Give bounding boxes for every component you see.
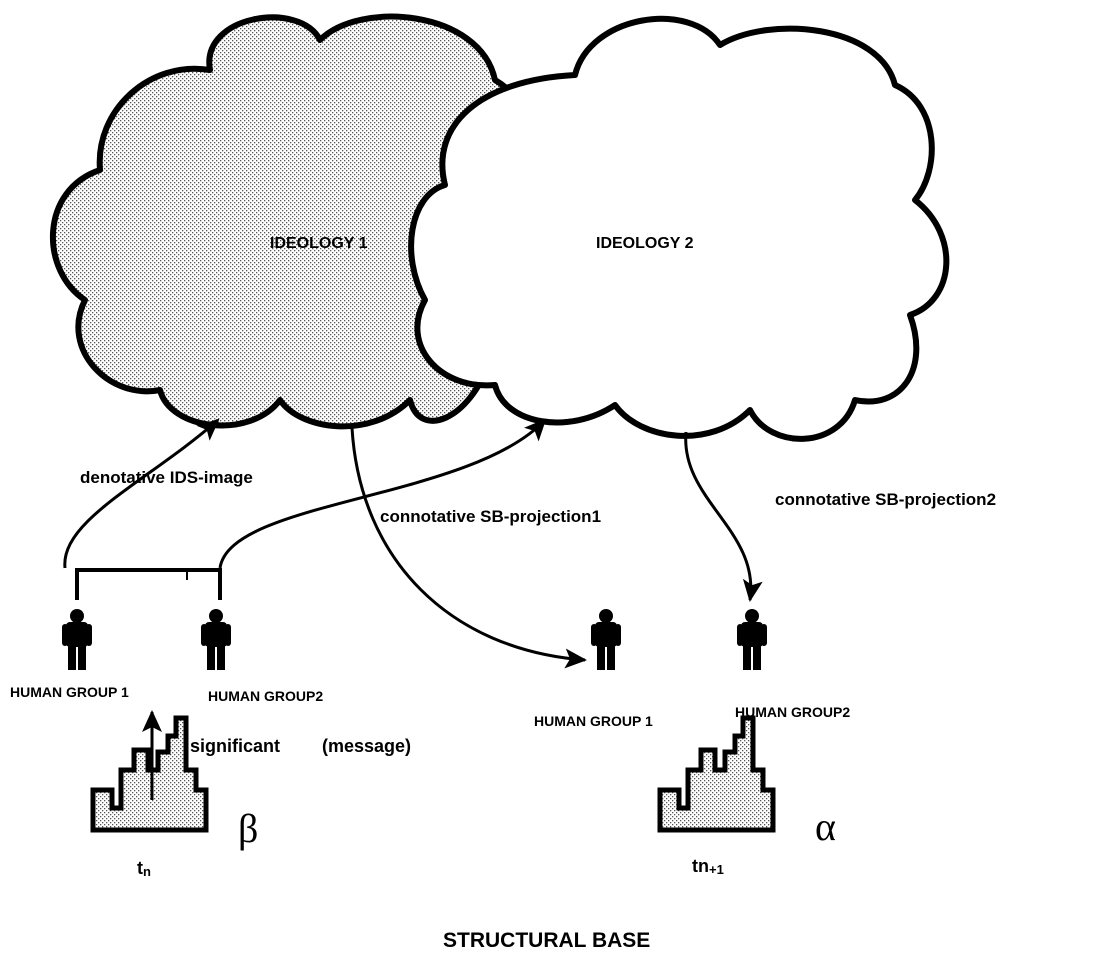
denotative-label: denotative IDS-image (80, 468, 253, 487)
ideology-1-label: IDEOLOGY 1 (270, 235, 368, 252)
group-bracket (75, 568, 222, 600)
significant-word: significant (190, 736, 280, 756)
message-word: (message) (322, 736, 411, 756)
ideology-2-cloud (408, 15, 950, 442)
time-label-tn1: tn+1 (692, 856, 724, 877)
time-label-tn1-main: tn (692, 856, 709, 876)
ideology-2-label: IDEOLOGY 2 (596, 235, 694, 252)
structural-base-title: STRUCTURAL BASE (443, 929, 650, 952)
time-label-tn-main: t (137, 858, 143, 878)
connotative-arrow-1 (350, 427, 587, 669)
right-base-block (657, 715, 776, 833)
connotative-1-label: connotative SB-projection1 (380, 507, 601, 526)
time-label-tn1-sub: +1 (709, 862, 724, 877)
right-human-group-1-label: HUMAN GROUP 1 (534, 713, 653, 729)
right-human-group-2-icon (737, 609, 767, 670)
left-human-group-2-label: HUMAN GROUP2 (208, 688, 323, 704)
right-human-group-1-icon (591, 609, 621, 670)
group2-to-ideology-2-arrow (218, 418, 547, 569)
time-label-tn: tn (137, 858, 151, 879)
left-human-group-1-icon (62, 609, 92, 670)
connotative-2-label: connotative SB-projection2 (775, 490, 996, 509)
right-human-group-2-label: HUMAN GROUP2 (735, 704, 850, 720)
connotative-arrow-2 (684, 431, 763, 602)
left-base-block (90, 715, 209, 833)
left-human-group-1-label: HUMAN GROUP 1 (10, 684, 129, 700)
left-human-group-2-icon (201, 609, 231, 670)
denotative-arrow (63, 418, 220, 569)
significant-label: significant (message) (190, 736, 411, 756)
alpha-symbol: α (815, 804, 836, 849)
beta-symbol: β (238, 806, 258, 851)
time-label-tn-sub: n (143, 864, 151, 879)
